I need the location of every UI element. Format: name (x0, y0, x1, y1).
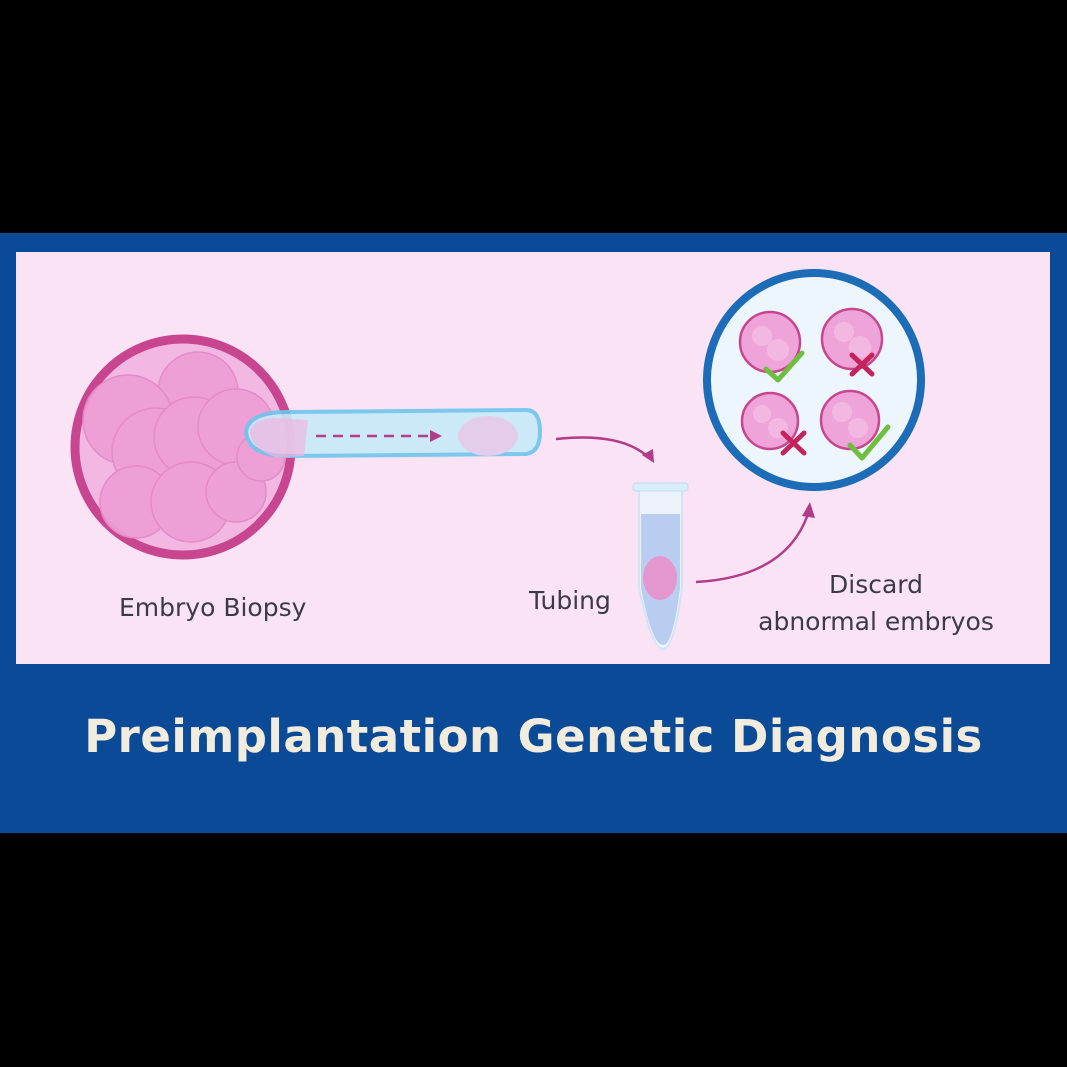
test-tube-icon (632, 482, 689, 651)
arrow-icon (555, 436, 654, 463)
cross-icon (849, 352, 875, 377)
petri-dish-icon (703, 269, 925, 491)
arrow-icon (695, 502, 815, 584)
banner: Embryo Biopsy Tubing Discard abnormal em… (0, 233, 1067, 833)
page-title: Preimplantation Genetic Diagnosis (84, 710, 983, 763)
embryo-biopsy-label: Embryo Biopsy (119, 593, 307, 622)
discard-label: Discard abnormal embryos (746, 566, 1006, 640)
check-icon (847, 424, 891, 461)
tubing-label: Tubing (529, 586, 611, 615)
check-icon (763, 350, 805, 383)
embryo-icon (70, 334, 296, 560)
diagram-panel: Embryo Biopsy Tubing Discard abnormal em… (16, 252, 1050, 664)
discard-label-line2: abnormal embryos (758, 607, 994, 636)
pipette-icon (243, 407, 543, 459)
discard-label-line1: Discard (829, 570, 923, 599)
diagram-graphic (70, 269, 925, 651)
cross-icon (780, 430, 807, 456)
